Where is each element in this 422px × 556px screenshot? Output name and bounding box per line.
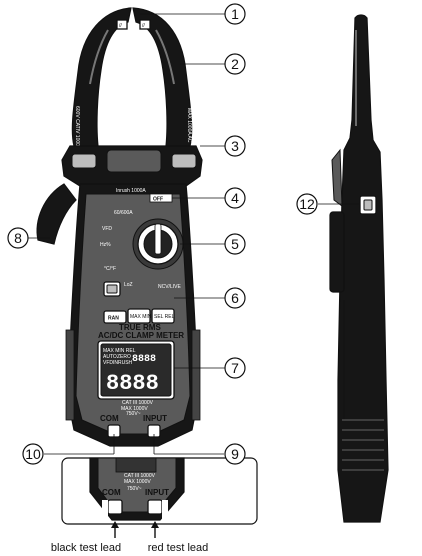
callout-8: 8: [14, 230, 22, 246]
red-lead-label: red test lead: [148, 542, 209, 554]
callout-circle-9: [224, 443, 246, 465]
range-button[interactable]: [103, 310, 127, 324]
callouts: 1 2 3 4 5 6 7 8 9 10 12: [7, 3, 360, 465]
dial-off: OFF: [153, 197, 163, 203]
maxmin-button[interactable]: [127, 308, 151, 324]
callout-7: 7: [231, 360, 239, 376]
callout-4: 4: [231, 190, 239, 206]
callout-10: 10: [25, 446, 41, 462]
detail-cat: CAT III 1000V: [124, 473, 156, 479]
lcd-small-digits: 8888: [132, 354, 156, 365]
callout-circle-5: [224, 233, 246, 255]
lcd-indicator-vfd: VFD: [103, 360, 113, 366]
meter-title-line1: TRUE RMS: [119, 323, 161, 332]
detail-com-jack: [107, 499, 123, 515]
callout-circle-3: [224, 135, 246, 157]
meter-body: Inrush 1000A OFF 60/600A VFD Hz% °C/°F L…: [65, 183, 201, 447]
callout-circle-12: [296, 193, 318, 215]
jaw-mark-right-text: //: [142, 23, 145, 29]
detail-volt: 750V~: [127, 486, 142, 492]
detail-max: MAX 1000V: [124, 479, 151, 485]
callout-circle-8: [7, 227, 29, 249]
jaw-warning-right: MAX 1000A AC: [186, 108, 192, 143]
detail-com: COM: [102, 488, 121, 497]
dial-vfd: VFD: [102, 226, 112, 232]
side-view: [329, 14, 389, 523]
dial-temp: °C/°F: [104, 266, 116, 272]
detail-input: INPUT: [145, 488, 169, 497]
callout-circle-1: [224, 3, 246, 25]
callout-circle-4: [224, 187, 246, 209]
clamp-jaws: // // 600V CATIV 1000V CATIII MAX 1000A …: [71, 7, 193, 164]
red-lead-arrowhead: [151, 521, 159, 528]
dial-hz: Hz%: [100, 242, 111, 248]
callout-circle-6: [224, 287, 246, 309]
dial-range-a: 60/600A: [114, 210, 133, 216]
front-view: // // 600V CATIV 1000V CATIII MAX 1000A …: [36, 7, 203, 447]
callout-12: 12: [299, 196, 315, 212]
callout-circle-7: [224, 357, 246, 379]
callout-6: 6: [231, 290, 239, 306]
callout-2: 2: [231, 56, 239, 72]
trigger[interactable]: [36, 183, 77, 245]
detail-input-jack: [147, 499, 163, 515]
black-lead-arrowhead: [111, 521, 119, 528]
black-lead-label: black test lead: [51, 542, 121, 554]
maxmin-button-label: MAX MIN: [130, 314, 152, 320]
callout-circle-10: [22, 443, 44, 465]
jaw-mark-right: [139, 19, 151, 30]
callout-3: 3: [231, 138, 239, 154]
callout-circle-2: [224, 53, 246, 75]
meter-head: [61, 145, 203, 187]
terminal-input: INPUT: [143, 414, 167, 423]
sel-rel-button-label: SEL REL: [154, 314, 175, 320]
range-button-label: RAN: [108, 316, 119, 322]
terminal-detail-view: CAT III 1000V MAX 1000V COM 750V~ INPUT …: [51, 457, 258, 554]
lcd-main-digits: 8888: [106, 371, 159, 396]
dial-ncv: NCV/LIVE: [158, 284, 181, 290]
lcd-indicator-maxmin: MAX MIN REL: [103, 348, 136, 354]
jaw-warning-left: 600V CATIV 1000V CATIII: [74, 106, 80, 164]
jaw-mark-left: [116, 19, 128, 30]
terminal-com: COM: [100, 414, 119, 423]
lcd-indicator-inrush: INRUSH: [113, 360, 133, 366]
dial-vfd-inrush: Inrush 1000A: [116, 188, 146, 194]
terminal-cat: CAT III 1000V: [122, 400, 154, 406]
callout-1: 1: [231, 6, 239, 22]
lcd-indicator-zero: ZERO: [117, 354, 131, 360]
sel-rel-button[interactable]: [151, 308, 175, 324]
callout-9: 9: [231, 446, 239, 462]
terminal-max: MAX 1000V: [121, 406, 148, 412]
lcd-indicator-auto: AUTO: [103, 354, 117, 360]
meter-title-line2: AC/DC CLAMP METER: [98, 331, 184, 340]
dial-loz: LoZ: [124, 282, 133, 288]
terminal-volt: 750V~: [126, 411, 141, 417]
jaw-mark-left-text: //: [119, 23, 122, 29]
callout-5: 5: [231, 236, 239, 252]
